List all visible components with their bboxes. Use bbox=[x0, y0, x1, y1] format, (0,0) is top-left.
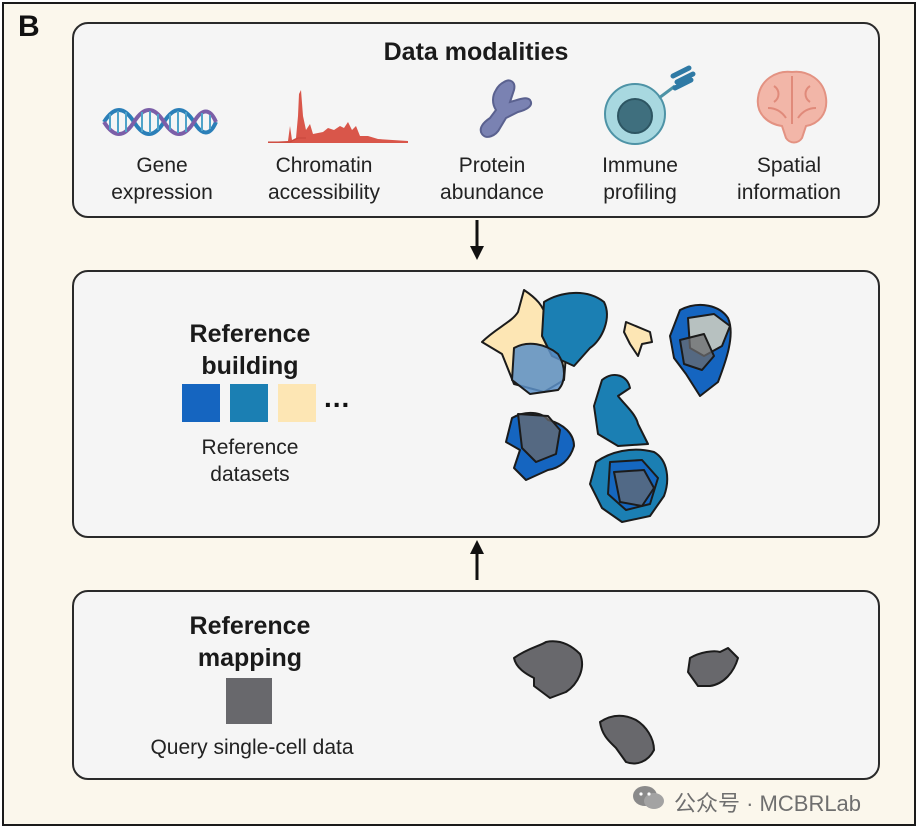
dataset-swatch-1 bbox=[182, 384, 220, 422]
protein-icon bbox=[479, 79, 532, 138]
query-cells bbox=[513, 640, 739, 765]
watermark-text: 公众号 · MCBRLab bbox=[674, 791, 862, 816]
immune-cell-icon bbox=[604, 65, 696, 145]
data-modalities-box: Data modalities bbox=[72, 22, 880, 218]
data-modalities-title: Data modalities bbox=[383, 38, 569, 66]
integrated-reference-clusters bbox=[481, 289, 732, 523]
query-data-caption: Query single-cell data bbox=[150, 736, 354, 759]
wechat-icon bbox=[633, 786, 664, 809]
down-arrow-icon bbox=[470, 220, 484, 260]
query-data-swatch bbox=[226, 678, 272, 724]
more-datasets-ellipsis: ... bbox=[324, 382, 351, 413]
brain-icon bbox=[756, 70, 828, 144]
up-arrow-icon bbox=[470, 540, 484, 580]
dna-icon bbox=[102, 108, 218, 136]
dataset-swatch-2 bbox=[230, 384, 268, 422]
figure-frame: B Data modalities bbox=[2, 2, 916, 826]
panel-letter: B bbox=[18, 10, 40, 43]
dataset-swatch-3 bbox=[278, 384, 316, 422]
peak-signal-icon bbox=[268, 90, 408, 143]
